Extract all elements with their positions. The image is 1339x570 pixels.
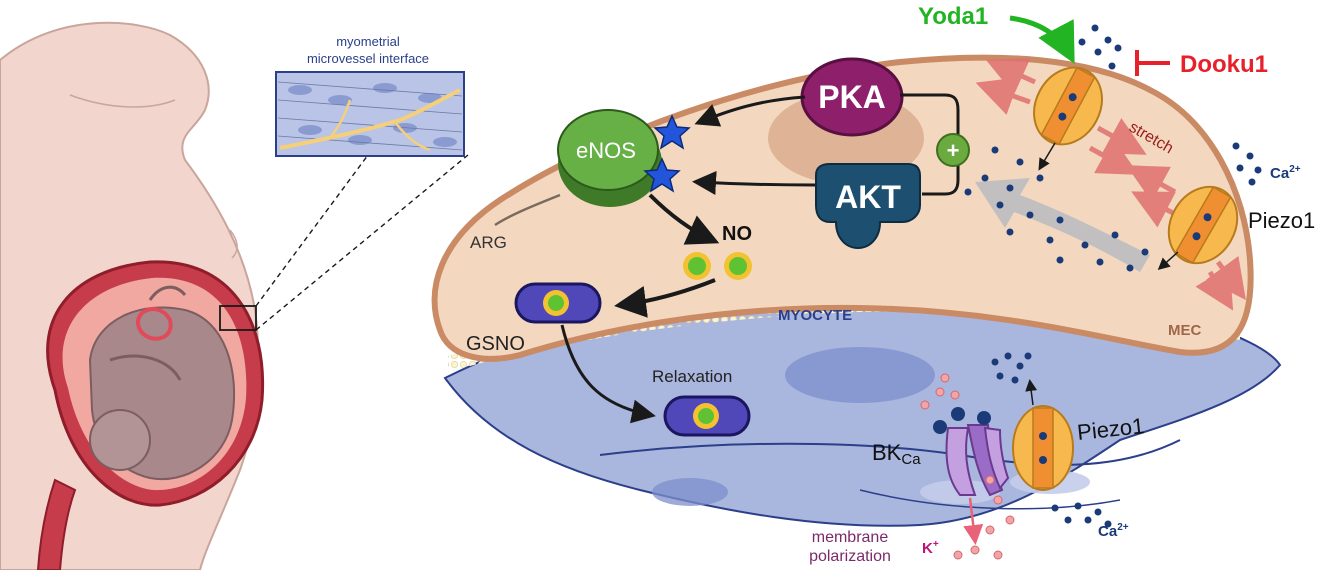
ca-top-label: Ca2+	[1270, 164, 1301, 182]
activation-plus-node	[936, 133, 970, 167]
phospho-star-lower	[643, 157, 681, 193]
piezo1-top-label: Piezo1	[1248, 208, 1315, 233]
enos-label: eNOS	[576, 138, 636, 163]
pka-label: PKA	[818, 79, 886, 115]
myocyte-fold	[599, 439, 1181, 466]
akt-kinase	[815, 163, 921, 250]
arrow-yoda1-activation	[1009, 15, 1075, 64]
no-molecule-2	[724, 252, 752, 280]
myocyte-nucleus-2	[652, 478, 728, 506]
piezo1-channel-top	[1033, 66, 1103, 146]
relaxation-capsule	[663, 395, 751, 437]
arg-label: ARG	[470, 233, 507, 252]
akt-label: AKT	[835, 179, 901, 215]
stretch-arrows	[975, 58, 1246, 311]
phospho-star-upper	[653, 114, 691, 150]
potassium-efflux-arrow	[963, 497, 984, 545]
myometrial-inset-image	[275, 71, 465, 157]
dooku1-inhibition-mark	[1135, 50, 1170, 76]
calcium-influx-arrow	[975, 178, 1150, 272]
bkca-channel	[933, 407, 1010, 497]
zoom-line-top	[255, 154, 369, 307]
relaxation-label: Relaxation	[652, 367, 732, 386]
arrow-pka-to-enos	[694, 95, 806, 127]
myocyte-label: MYOCYTE	[778, 307, 852, 324]
zoom-region-box	[219, 305, 257, 331]
gsno-capsule	[514, 282, 602, 324]
zoom-line-bottom	[255, 154, 469, 331]
potassium-ions	[920, 373, 1015, 560]
dooku1-label: Dooku1	[1180, 51, 1268, 78]
piezo1-channel-bottom	[1012, 405, 1074, 491]
mec-label: MEC	[1168, 322, 1202, 339]
inset-title-line2: microvessel interface	[307, 51, 429, 66]
k-label: K+	[922, 539, 939, 557]
gsno-label: GSNO	[466, 333, 525, 355]
arrow-no-to-gsno	[614, 278, 716, 318]
pregnant-body-illustration	[0, 21, 265, 570]
yoda1-label: Yoda1	[918, 3, 988, 30]
ca-bottom-label: Ca2+	[1098, 522, 1129, 540]
no-label: NO	[722, 223, 752, 245]
calcium-ions-bottom	[991, 352, 1112, 528]
no-molecule-1	[683, 252, 711, 280]
membrane-line2: polarization	[809, 548, 891, 565]
inset-title-line1: myometrial	[336, 34, 400, 49]
arrow-enos-to-no	[648, 193, 720, 245]
bkca-label: BKCa	[872, 440, 921, 468]
plus-label: +	[947, 138, 960, 163]
arrow-gsno-to-myocyte	[560, 324, 656, 424]
myocyte-nucleus-1	[785, 347, 935, 403]
enos-enzyme	[557, 109, 662, 207]
membrane-line1: membrane	[812, 529, 889, 546]
piezo1-channel-right	[1167, 185, 1239, 265]
calcium-ions-top	[964, 24, 1262, 272]
arrow-akt-to-enos	[692, 170, 816, 195]
